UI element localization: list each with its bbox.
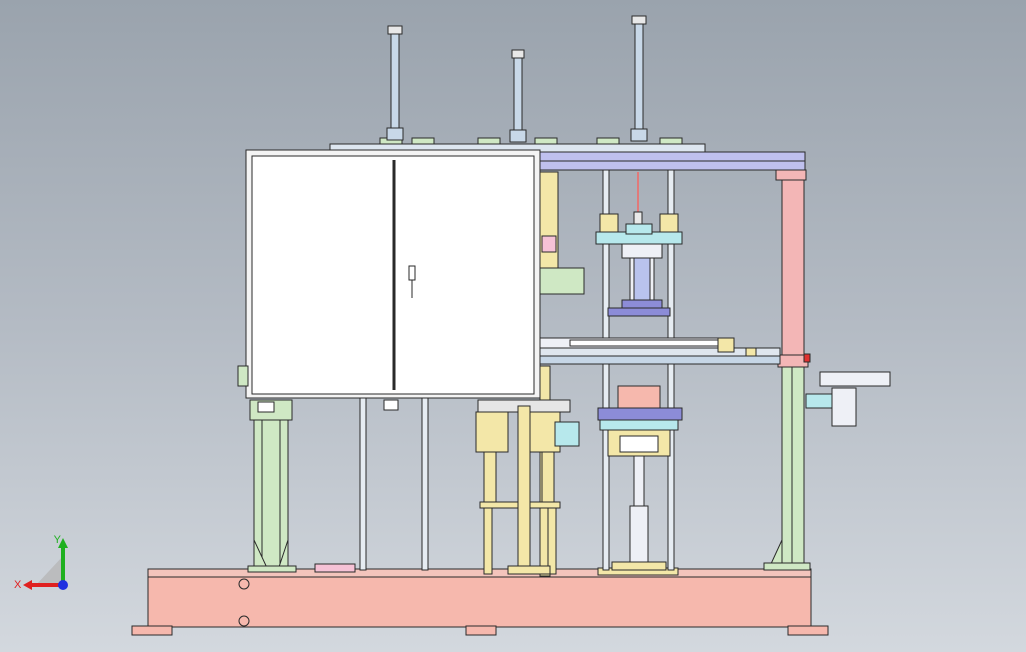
base-frame (131, 563, 829, 636)
guide-rods (359, 169, 675, 571)
y-axis-label: Y (54, 534, 62, 546)
triad-plane-shade (36, 556, 63, 585)
z-axis-dot (58, 580, 68, 590)
top-cylinders (386, 15, 648, 143)
coordinate-triad-icon: Y X (14, 534, 68, 591)
upper-press-station (595, 172, 683, 317)
lower-press-station (597, 385, 683, 571)
electrical-cabinet (237, 149, 541, 413)
top-beam (329, 137, 806, 171)
right-column (763, 169, 811, 571)
middle-rail (539, 337, 781, 365)
y-axis-arrowhead (58, 538, 68, 548)
x-axis-label: X (14, 579, 22, 591)
side-actuator (805, 371, 891, 427)
left-column (247, 399, 297, 573)
x-axis-arrowhead (23, 580, 32, 590)
lift-mechanism (475, 171, 585, 577)
